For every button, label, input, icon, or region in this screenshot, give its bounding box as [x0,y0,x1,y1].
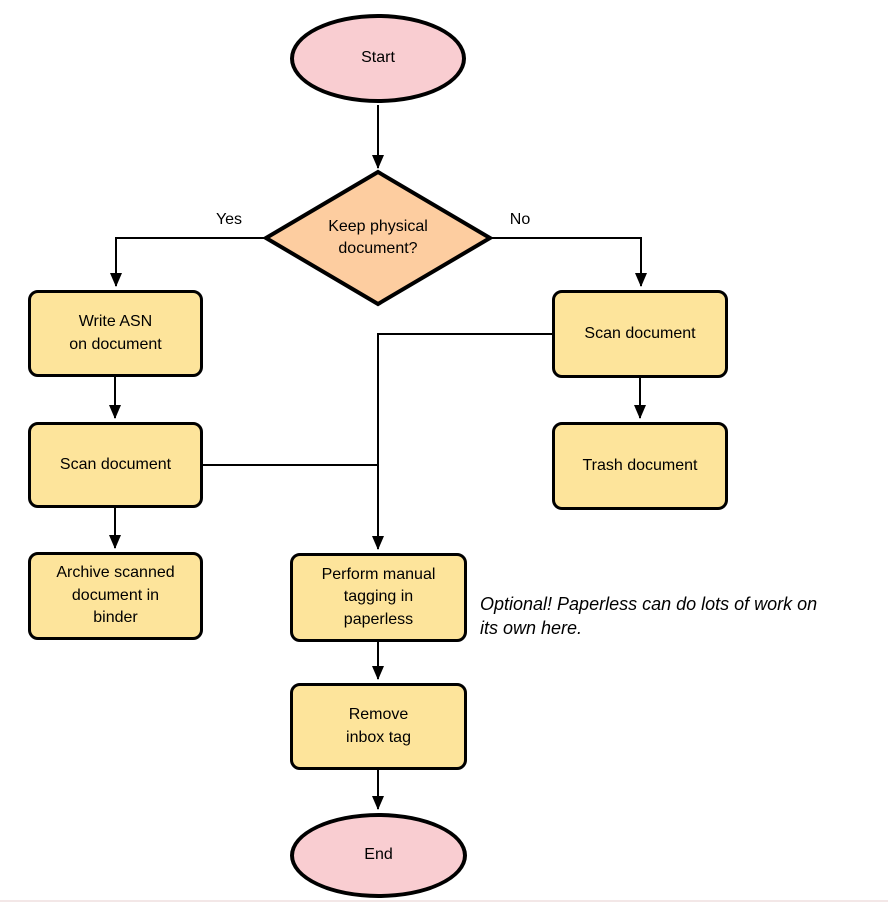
node-end: End [290,813,467,898]
node-trash-document: Trash document [552,422,728,510]
node-start-label: Start [361,49,395,67]
node-scan-document-left-label: Scan document [59,455,172,473]
node-remove-inbox-tag: Remove inbox tag [290,683,467,770]
edge-label-yes: Yes [215,211,243,228]
node-decision-label: Keep physical document? [328,217,428,257]
bottom-divider [0,900,888,902]
node-manual-tagging: Perform manual tagging in paperless [290,553,467,642]
node-manual-tagging-label: Perform manual tagging in paperless [321,565,436,628]
node-write-asn-label: Write ASN on document [69,313,162,353]
node-scan-document-left: Scan document [28,422,203,508]
node-archive-binder: Archive scanned document in binder [28,552,203,640]
edge-scanright-to-tagging [372,333,552,550]
node-trash-document-label: Trash document [582,456,698,474]
node-write-asn: Write ASN on document [28,290,203,377]
node-archive-binder-label: Archive scanned document in binder [56,564,175,627]
node-scan-document-right-label: Scan document [584,324,696,342]
optional-annotation: Optional! Paperless can do lots of work … [480,594,818,638]
node-scan-document-right: Scan document [552,290,728,378]
node-remove-inbox-tag-label: Remove inbox tag [346,706,411,746]
node-start: Start [290,14,466,103]
edge-decision-yes-branch [110,237,266,287]
edge-label-no: No [509,211,531,228]
edge-decision-no-branch [490,237,647,287]
node-end-label: End [364,846,393,864]
decision-diamond-shape [262,169,494,307]
